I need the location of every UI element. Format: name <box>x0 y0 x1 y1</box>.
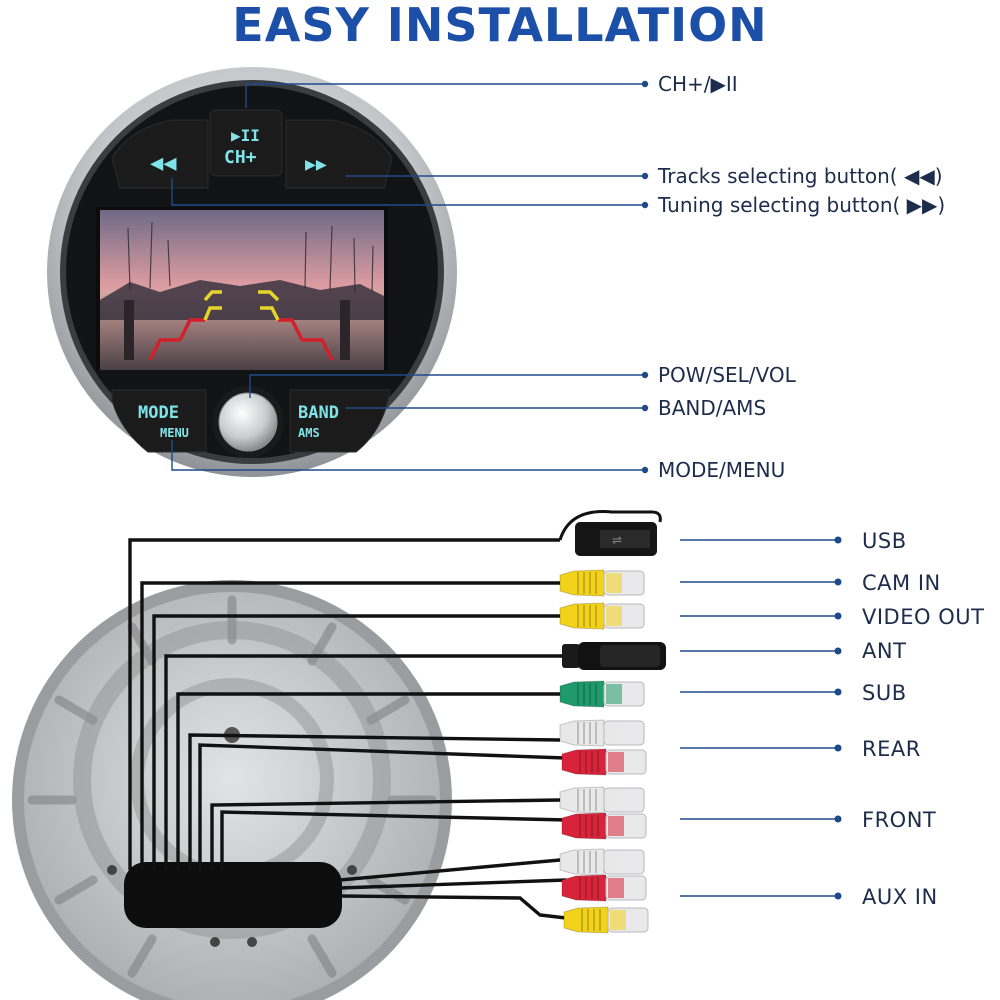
rca-plug-rear-red <box>561 748 647 776</box>
rca-plugs <box>559 569 649 934</box>
prev-icon: ◀◀ <box>150 151 177 176</box>
band-ams-button[interactable]: BAND AMS <box>289 389 391 453</box>
usb-icon: ⇌ <box>612 533 622 547</box>
ch-plus-label: CH+ <box>224 147 257 168</box>
callout-dot-sub <box>834 688 842 696</box>
callout-band-ams: BAND/AMS <box>658 396 767 420</box>
prev-button[interactable]: ◀◀ <box>111 119 209 189</box>
callout-dot-video <box>834 612 842 620</box>
rca-plug-front-red <box>561 812 647 840</box>
callout-dot-cam <box>834 578 842 586</box>
page-title: EASY INSTALLATION <box>232 0 768 52</box>
rca-plug-video-yellow <box>559 602 645 630</box>
label-video-out: VIDEO OUT <box>862 605 985 629</box>
callout-mode-menu: MODE/MENU <box>658 458 786 482</box>
head-unit-front: ◀◀ ▶II CH+ ▶▶ <box>47 67 649 477</box>
label-sub: SUB <box>862 681 907 705</box>
usb-connector: ⇌ <box>558 510 662 556</box>
label-ant: ANT <box>862 639 907 663</box>
rca-plug-aux-red <box>561 874 647 902</box>
head-unit-back <box>12 538 569 1000</box>
menu-label: MENU <box>160 426 189 440</box>
play-pause-icon: ▶II <box>231 126 260 145</box>
callout-dot-ant <box>834 647 842 655</box>
label-front: FRONT <box>862 808 937 832</box>
callout-dot-rear <box>834 744 842 752</box>
next-button[interactable]: ▶▶ <box>285 119 393 189</box>
ams-label: AMS <box>298 426 320 440</box>
label-aux-in: AUX IN <box>862 885 938 909</box>
rca-plug-aux-white <box>559 848 645 876</box>
label-cam-in: CAM IN <box>862 571 941 595</box>
wiring-harness <box>124 862 342 928</box>
rca-plug-sub-green <box>559 680 645 708</box>
wires <box>128 538 569 920</box>
callout-dot-aux <box>834 892 842 900</box>
callout-pow-sel-vol: POW/SEL/VOL <box>658 363 796 387</box>
antenna-connector <box>562 642 666 670</box>
mode-label: MODE <box>138 403 179 423</box>
callout-dot-usb <box>834 536 842 544</box>
front-callout-lines <box>171 80 649 474</box>
play-pause-ch-button[interactable]: ▶II CH+ <box>209 109 283 177</box>
next-icon: ▶▶ <box>305 154 327 175</box>
callout-dot-front <box>834 815 842 823</box>
callout-tracks: Tracks selecting button( ◀◀) <box>658 164 943 188</box>
label-rear: REAR <box>862 737 921 761</box>
rca-plug-aux-yellow <box>563 906 649 934</box>
volume-knob[interactable] <box>212 386 284 458</box>
rca-plug-front-white <box>559 786 645 814</box>
callout-tuning: Tuning selecting button( ▶▶) <box>658 193 946 217</box>
label-usb: USB <box>862 529 907 553</box>
rca-plug-rear-white <box>559 719 645 747</box>
mode-menu-button[interactable]: MODE MENU <box>111 389 207 453</box>
rca-plug-cam-yellow <box>559 569 645 597</box>
callout-ch-play: CH+/▶II <box>658 72 738 96</box>
band-label: BAND <box>298 403 339 423</box>
back-callout-lines <box>680 536 842 900</box>
display-screen <box>96 207 388 370</box>
